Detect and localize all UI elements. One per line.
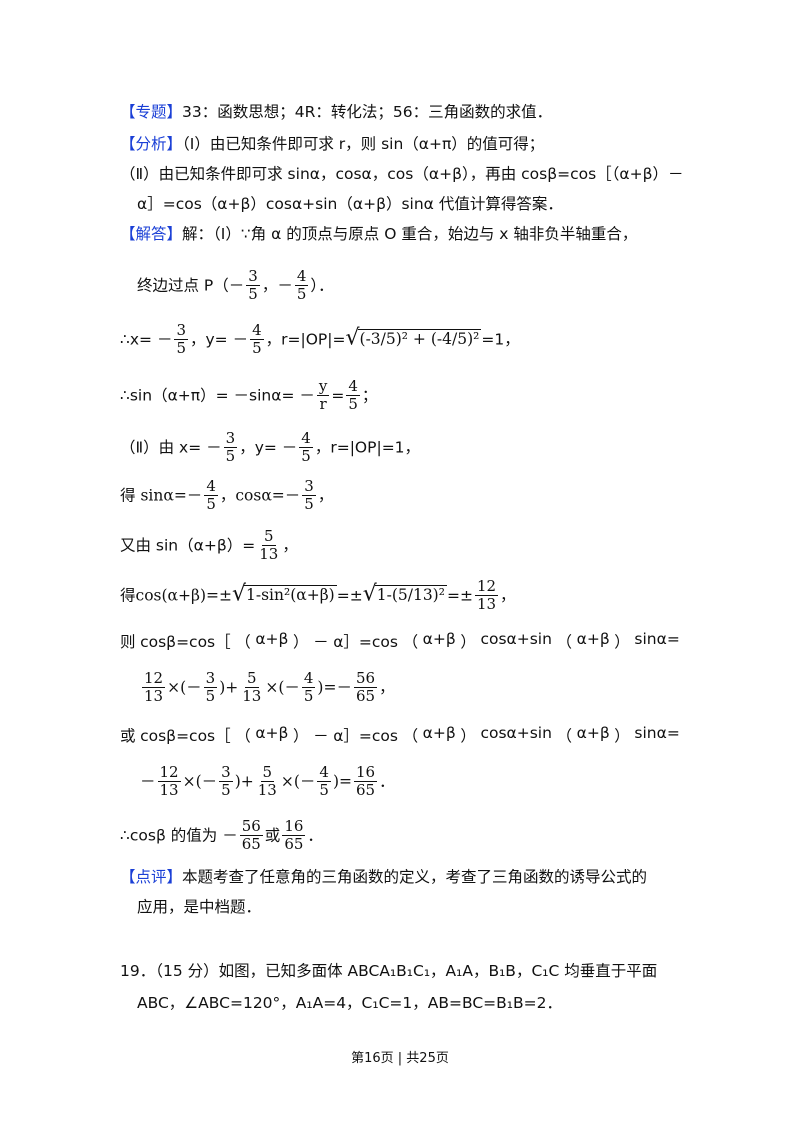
analysis-tag: 【分析】 xyxy=(120,135,183,153)
topic-tag: 【专题】 xyxy=(120,103,183,121)
answer-text-1: 解：（Ⅰ）∵角 α 的顶点与原点 O 重合，始边与 x 轴非负半轴重合， xyxy=(182,225,638,243)
radicand-r: (-3/5)² + (-4/5)² xyxy=(357,329,482,349)
cos-beta-line-1: 则 cosβ=cos［ （ α+β ） － α］=cos （ α+β ） cos… xyxy=(120,630,680,651)
answer-tag: 【解答】 xyxy=(120,225,183,243)
comment-line-2: 应用，是中档题． xyxy=(137,898,262,916)
analysis-line-1: 【分析】（Ⅰ）由已知条件即可求 r，则 sin（α+π）的值可得； xyxy=(120,135,544,154)
question-19-line-2: ABC，∠ABC=120°，A₁A=4，C₁C=1，AB=BC=B₁B=2． xyxy=(137,994,562,1012)
page-footer: 第16页 | 共25页 xyxy=(351,1051,449,1066)
analysis-line-3: α］=cos（α+β）cosα+sin（α+β）sinα 代值计算得答案． xyxy=(137,195,563,213)
topic-text: 33：函数思想；4R：转化法；56：三角函数的求值． xyxy=(182,103,553,121)
topic-line: 【专题】33：函数思想；4R：转化法；56：三角函数的求值． xyxy=(120,103,552,122)
radical-sign: √ xyxy=(345,325,360,351)
analysis-text-1: （Ⅰ）由已知条件即可求 r，则 sin（α+π）的值可得； xyxy=(182,135,545,153)
comment-tag: 【点评】 xyxy=(120,868,183,886)
comment-text-1: 本题考查了任意角的三角函数的定义，考查了三角函数的诱导公式的 xyxy=(182,868,648,886)
terminal-prefix: 终边过点 P（－ xyxy=(137,276,245,295)
question-19-line-1: 19．（15 分）如图，已知多面体 ABCA₁B₁C₁，A₁A，B₁B，C₁C … xyxy=(120,962,658,980)
analysis-line-2: （Ⅱ）由已知条件即可求 sinα，cosα，cos（α+β），再由 cosβ=c… xyxy=(120,165,684,183)
comment-line-1: 【点评】本题考查了任意角的三角函数的定义，考查了三角函数的诱导公式的 xyxy=(120,868,647,887)
cos-beta-line-2: 或 cosβ=cos［ （ α+β ） － α］=cos （ α+β ） cos… xyxy=(120,724,680,745)
answer-line-1: 【解答】解：（Ⅰ）∵角 α 的顶点与原点 O 重合，始边与 x 轴非负半轴重合， xyxy=(120,225,637,244)
